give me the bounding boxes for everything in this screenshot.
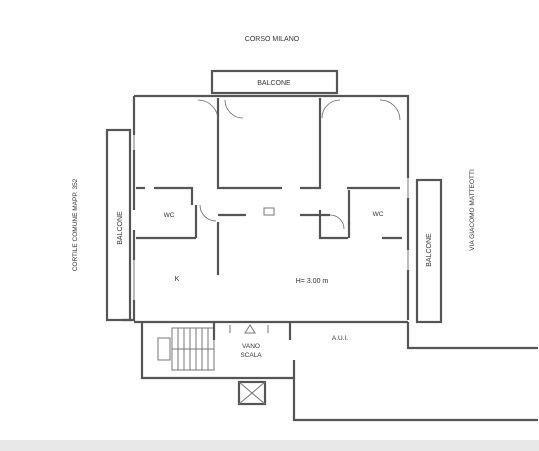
windows — [133, 135, 409, 300]
balcony-east: BALCONE — [415, 178, 443, 324]
balcony-north: BALCONE — [210, 69, 339, 95]
shaft — [237, 380, 267, 406]
courtyard-west-label: CORTILE COMUNE MAPP. 352 — [72, 178, 79, 271]
outer-walls — [122, 94, 538, 422]
stair-label-line1: VANO — [242, 343, 260, 350]
balcony-west: BALCONE — [105, 128, 132, 322]
balcony-east-label: BALCONE — [426, 233, 433, 267]
stair-core: VANO SCALA — [157, 322, 296, 378]
balcony-north-label: BALCONE — [257, 80, 291, 87]
ceiling-height-label: H= 3.00 m — [296, 278, 329, 285]
stair-label-line2: SCALA — [240, 352, 262, 359]
wc-right-label: WC — [373, 211, 384, 218]
aui-label: A.U.I. — [332, 335, 348, 342]
street-east-label: VIA GIACOMO MATTEOTTI — [469, 169, 476, 251]
kitchen-label: K — [175, 276, 180, 283]
door-swings — [197, 99, 401, 230]
wc-left-label: WC — [164, 212, 175, 219]
bottom-strip — [0, 440, 539, 451]
interior-walls — [136, 98, 402, 275]
balcony-west-label: BALCONE — [117, 211, 124, 245]
street-north-label: CORSO MILANO — [245, 36, 300, 43]
